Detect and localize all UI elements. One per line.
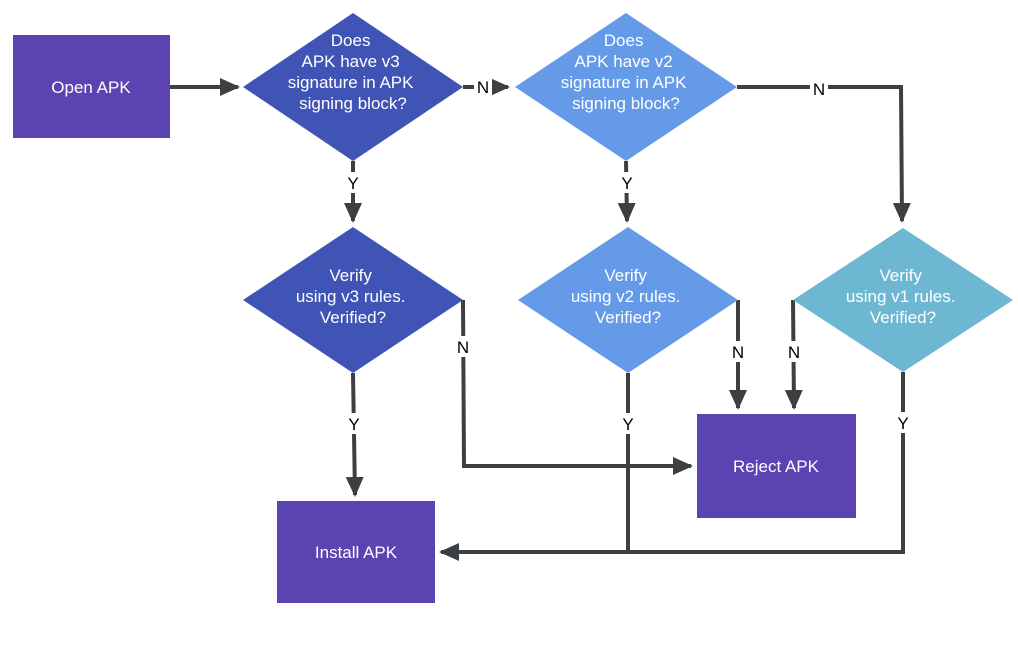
node-open-apk: Open APK — [13, 35, 170, 138]
label-bg — [344, 172, 362, 193]
text-line: using v2 rules. — [571, 287, 681, 306]
text-line: using v3 rules. — [296, 287, 406, 306]
text-line: signature in APK — [561, 73, 687, 92]
verify-v3-diamond — [243, 227, 463, 373]
label-bg — [894, 412, 912, 433]
node-v3-signature-question: Does APK have v3 signature in APK signin… — [243, 13, 463, 161]
label-bg — [454, 336, 472, 357]
verify-v2-diamond — [518, 227, 738, 373]
node-verify-v3: Verify using v3 rules. Verified? — [243, 227, 463, 373]
node-verify-v1: Verify using v1 rules. Verified? — [793, 228, 1013, 372]
install-apk-box — [277, 501, 435, 603]
edge-label-verify-v1-yes: Y — [897, 414, 908, 433]
label-bg — [474, 76, 492, 97]
edge-label-verify-v1-no: N — [788, 343, 800, 362]
edge-label-verify-v3-no: N — [457, 338, 469, 357]
edge-label-v2-question-yes: Y — [621, 174, 632, 193]
v3-question-label: Does APK have v3 signature in APK signin… — [288, 31, 418, 113]
edge-label-verify-v2-yes: Y — [622, 415, 633, 434]
label-bg — [785, 341, 803, 362]
text-line: signing block? — [299, 94, 407, 113]
edge-label-v2-question-no: N — [813, 80, 825, 99]
edge-label-v3-question-no: N — [477, 78, 489, 97]
v2-question-diamond — [515, 13, 737, 161]
text-line: Does — [331, 31, 371, 50]
edge-label-verify-v3-yes: Y — [348, 415, 359, 434]
verify-v3-label: Verify using v3 rules. Verified? — [296, 266, 410, 327]
install-apk-label: Install APK — [315, 543, 398, 562]
text-line: Verify — [879, 266, 922, 285]
text-line: Verify — [604, 266, 647, 285]
text-line: Verified? — [595, 308, 661, 327]
open-apk-box — [13, 35, 170, 138]
text-line: Verify — [329, 266, 372, 285]
verify-v1-diamond — [793, 228, 1013, 372]
text-line: signature in APK — [288, 73, 414, 92]
node-v2-signature-question: Does APK have v2 signature in APK signin… — [515, 13, 737, 161]
edge-v2-question-no-to-verify-v1 — [737, 85, 911, 223]
text-line: APK have v3 — [301, 52, 399, 71]
text-line: Verified? — [870, 308, 936, 327]
label-bg — [619, 413, 637, 434]
node-reject-apk: Reject APK — [697, 414, 856, 518]
node-verify-v2: Verify using v2 rules. Verified? — [518, 227, 738, 373]
v2-question-label: Does APK have v2 signature in APK signin… — [561, 31, 691, 113]
edge-label-v3-question-yes: Y — [347, 174, 358, 193]
open-apk-label: Open APK — [51, 78, 131, 97]
label-bg — [729, 341, 747, 362]
label-bg — [345, 413, 363, 434]
edge-label-verify-v2-no: N — [732, 343, 744, 362]
verify-v2-label: Verify using v2 rules. Verified? — [571, 266, 685, 327]
v3-question-diamond — [243, 13, 463, 161]
text-line: Does — [604, 31, 644, 50]
text-line: Verified? — [320, 308, 386, 327]
reject-apk-box — [697, 414, 856, 518]
label-bg — [810, 78, 828, 99]
text-line: signing block? — [572, 94, 680, 113]
text-line: APK have v2 — [574, 52, 672, 71]
reject-apk-label: Reject APK — [733, 457, 820, 476]
label-bg — [618, 172, 636, 193]
edge-labels: N Y Y N Y N N N Y Y — [344, 76, 912, 434]
text-line: using v1 rules. — [846, 287, 956, 306]
verify-v1-label: Verify using v1 rules. Verified? — [846, 266, 960, 327]
node-install-apk: Install APK — [277, 501, 435, 603]
